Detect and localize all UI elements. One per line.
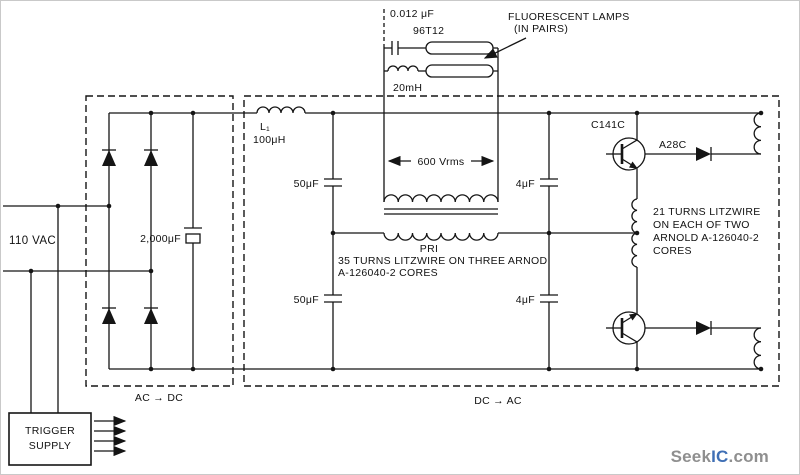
clamp-diode-label: A28C: [659, 139, 687, 151]
emitter-arrow: [629, 313, 638, 321]
feedback-note-line4: CORES: [653, 245, 692, 257]
cap-4uf-top-label: 4μF: [516, 178, 535, 190]
transistor-label: C141C: [591, 119, 625, 131]
capacitor-plates: [391, 41, 399, 55]
secondary-winding-icon: [383, 194, 499, 203]
diode-icon: [144, 308, 158, 324]
feedback-note-line2: ON EACH OF TWO: [653, 219, 750, 231]
feedback-note-line3: ARNOLD A-126040-2: [653, 232, 759, 244]
ac-dc-boundary-box: [85, 95, 234, 387]
cap-50uf-bottom-label: 50μF: [294, 294, 319, 306]
l1-name-label: L₁: [260, 121, 270, 133]
clamp-coil-icon: [753, 112, 762, 155]
watermark-com[interactable]: .com: [729, 447, 769, 466]
bridge-rectifier: [102, 113, 158, 369]
capacitor-plates: [540, 178, 558, 187]
lamps-pointer-arrow: [483, 37, 527, 59]
filter-cap-label: 2,000μF: [140, 233, 181, 245]
ac-dc-section-label: AC → DC: [135, 392, 183, 404]
emitter-arrow: [629, 161, 638, 169]
transformer-core-lines: [384, 208, 498, 215]
diode-icon: [696, 321, 711, 335]
watermark-seek[interactable]: Seek: [671, 447, 712, 466]
watermark-ic[interactable]: IC: [711, 447, 728, 466]
transistor-collector-lead: [621, 113, 638, 150]
capacitor-plates: [324, 178, 342, 187]
trigger-supply-label-line1: TRIGGER: [25, 425, 75, 437]
capacitor-plates: [540, 294, 558, 303]
lamps-note-line1: FLUORESCENT LAMPS: [508, 11, 630, 23]
choke-label: 20mH: [393, 82, 422, 94]
primary-label: PRI: [420, 243, 438, 255]
feedback-windings: 21 TURNS LITZWIRE ON EACH OF TWO ARNOLD …: [631, 198, 761, 268]
clamp-branch-bottom: [645, 321, 762, 370]
choke-coil-icon: [387, 65, 419, 72]
feedback-note-line1: 21 TURNS LITZWIRE: [653, 206, 761, 218]
output-transformer: PRI 35 TURNS LITZWIRE ON THREE ARNOD A-1…: [333, 194, 637, 279]
fluorescent-lamp-icon: [425, 41, 494, 55]
transistor-collector-lead: [621, 332, 638, 369]
lamps-note-line2: (IN PAIRS): [514, 23, 568, 35]
fluorescent-lamp-icon: [425, 64, 494, 78]
ac-input-label: 110 VAC: [9, 235, 56, 247]
transistor-bottom: [606, 267, 646, 369]
section-boxes: AC → DC DC → AC: [85, 95, 780, 407]
lamp-model-label: 96T12: [413, 25, 444, 37]
secondary-voltage-annotation: 600 Vrms: [387, 155, 495, 168]
diode-icon: [102, 308, 116, 324]
primary-winding-icon: [383, 232, 499, 241]
capacitor-plates: [324, 294, 342, 303]
diode-icon: [696, 147, 711, 161]
series-cap-label: 0.012 μF: [390, 8, 434, 20]
l1-inductor: L₁ 100μH: [253, 106, 306, 146]
primary-note-line1: 35 TURNS LITZWIRE ON THREE ARNOD: [338, 255, 547, 267]
feedback-winding-icon: [631, 198, 638, 234]
transistor-top: C141C: [591, 113, 646, 199]
electrolytic-capacitor-icon: [185, 233, 201, 244]
clamp-coil-icon: [753, 327, 762, 370]
diode-icon: [102, 150, 116, 166]
cap-4uf-bottom-label: 4μF: [516, 294, 535, 306]
trigger-supply: TRIGGER SUPPLY: [8, 206, 127, 466]
cap-4uf-bottom: 4μF: [516, 233, 558, 369]
filter-capacitor: 2,000μF: [140, 113, 202, 369]
inductor-coil-icon: [256, 106, 306, 114]
lamp-return-wire: [493, 47, 498, 72]
diode-icon: [144, 150, 158, 166]
cap-50uf-bottom: 50μF: [294, 233, 342, 369]
dc-ac-section-label: DC → AC: [474, 395, 522, 407]
dc-ac-boundary-box: [243, 95, 780, 387]
cap-4uf-top: 4μF: [516, 113, 558, 233]
ac-input: 110 VAC: [3, 205, 151, 272]
l1-value-label: 100μH: [253, 134, 286, 146]
trigger-supply-box: [8, 412, 92, 466]
cap-50uf-top-label: 50μF: [294, 178, 319, 190]
power-rails: [109, 112, 761, 370]
trigger-supply-label-line2: SUPPLY: [29, 440, 71, 452]
secondary-voltage-label: 600 Vrms: [418, 156, 465, 168]
feedback-winding-icon: [631, 232, 638, 268]
cap-50uf-top: 50μF: [294, 113, 342, 233]
lamp-assembly: 0.012 μF 96T12 20mH FLUORESCENT LAMPS (I…: [383, 8, 630, 202]
primary-note-line2: A-126040-2 CORES: [338, 267, 438, 279]
clamp-branch-top: A28C: [645, 112, 762, 161]
watermark-link[interactable]: SeekIC.com: [671, 447, 769, 466]
junction-dots: [28, 110, 764, 372]
